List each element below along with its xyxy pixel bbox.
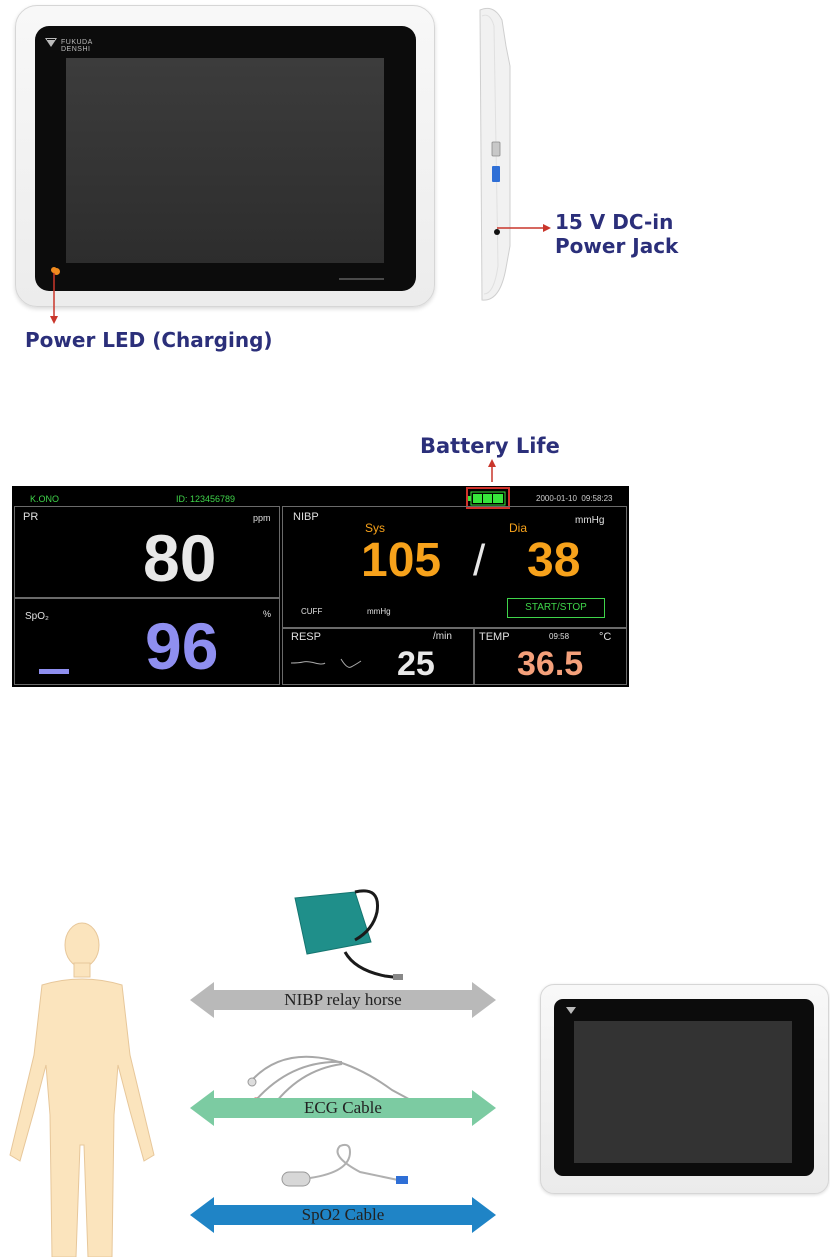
- nibp-panel: NIBP mmHg Sys Dia 105 / 38 CUFF mmHg STA…: [282, 506, 627, 628]
- dc-jack-label-line1: 15 V DC-in: [555, 210, 678, 234]
- dc-jack-label-line2: Power Jack: [555, 234, 678, 258]
- temp-label: TEMP: [479, 631, 510, 643]
- monitor-screen: K.ONO ID: 123456789 2000-01-10 09:58:23 …: [12, 486, 629, 687]
- spo2-bar: [39, 669, 69, 674]
- human-body-figure: [2, 915, 162, 1257]
- dc-jack-label: 15 V DC-in Power Jack: [555, 210, 678, 258]
- pr-unit: ppm: [253, 513, 271, 523]
- monitor-device-side: [476, 6, 518, 304]
- nibp-dia-label: Dia: [509, 521, 527, 535]
- temp-time: 09:58: [549, 632, 569, 641]
- nibp-cuff-image: [285, 882, 405, 982]
- small-device-screen: [574, 1021, 792, 1163]
- resp-panel: RESP /min 25: [282, 628, 474, 685]
- patient-id: ID: 123456789: [176, 494, 235, 504]
- datetime: 2000-01-10 09:58:23: [536, 494, 613, 503]
- small-device-bezel: [554, 999, 814, 1176]
- nibp-cable-label: NIBP relay horse: [214, 990, 472, 1010]
- nibp-label: NIBP: [293, 511, 319, 523]
- temp-value: 36.5: [517, 647, 583, 681]
- spo2-label: SpO₂: [25, 611, 49, 622]
- power-led-label: Power LED (Charging): [25, 328, 273, 352]
- resp-unit: /min: [433, 631, 452, 642]
- start-stop-button[interactable]: START/STOP: [507, 598, 605, 618]
- pr-label: PR: [23, 511, 38, 523]
- resp-value: 25: [397, 647, 435, 681]
- nibp-sys-label: Sys: [365, 521, 385, 535]
- nibp-dia-value: 38: [527, 537, 580, 585]
- cuff-unit: mmHg: [367, 607, 391, 616]
- ecg-cable-label: ECG Cable: [214, 1098, 472, 1118]
- patient-name: K.ONO: [30, 494, 59, 504]
- resp-waveform: [291, 655, 371, 671]
- nibp-sys-value: 105: [361, 537, 441, 585]
- spo2-unit: %: [263, 609, 271, 619]
- power-led-callout: [0, 0, 830, 340]
- small-brand-logo-icon: [566, 1007, 576, 1015]
- battery-icon: [468, 489, 508, 507]
- pr-panel: PR ppm 80: [14, 506, 280, 598]
- nibp-slash: /: [473, 539, 485, 583]
- nibp-unit: mmHg: [575, 515, 604, 526]
- battery-life-label: Battery Life: [420, 434, 560, 458]
- temp-panel: TEMP 09:58 °C 36.5: [474, 628, 627, 685]
- resp-label: RESP: [291, 631, 321, 643]
- temp-unit: °C: [599, 631, 611, 643]
- spo2-value: 96: [145, 613, 218, 679]
- battery-life-callout: [484, 458, 500, 482]
- small-monitor-device: [540, 984, 829, 1194]
- spo2-panel: SpO₂ % 96: [14, 598, 280, 685]
- cuff-label: CUFF: [301, 607, 322, 616]
- spo2-cable-label: SpO2 Cable: [214, 1205, 472, 1225]
- pr-value: 80: [143, 525, 216, 591]
